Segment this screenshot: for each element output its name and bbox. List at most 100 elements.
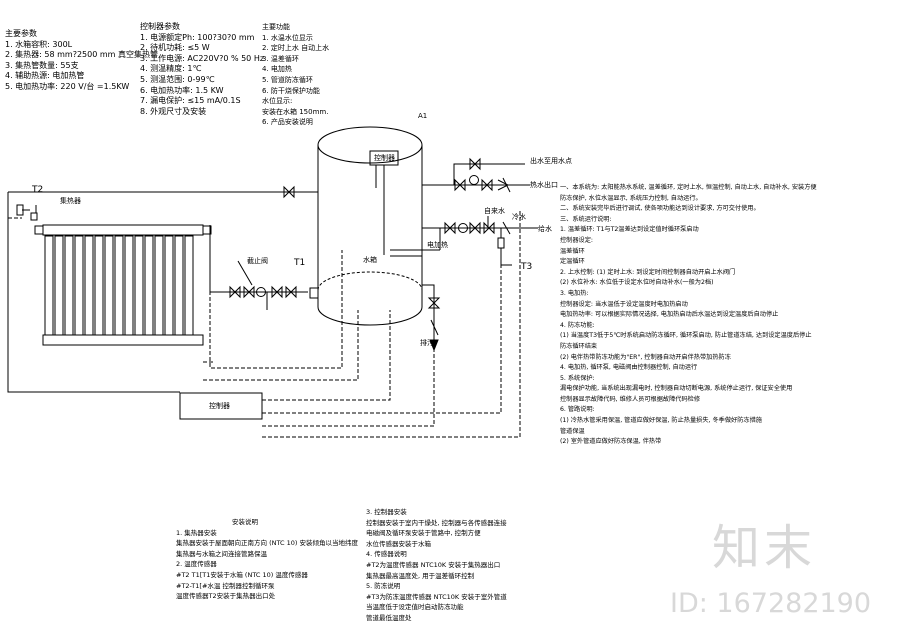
sensor-note-line: #T3为防冻温度传感器 NTC10K 安装于室外管道 <box>366 592 507 601</box>
note-line: 4. 电加热, 循环泵, 电磁阀由控制器控制, 自动运行 <box>560 364 698 372</box>
main-params-title: 主要参数 <box>5 29 37 38</box>
installation-line: 温度传感器T2安装于集热器出口处 <box>176 592 276 601</box>
note-line: 6. 管路说明: <box>560 406 595 414</box>
watermark-logo: 知末 <box>712 520 817 576</box>
collector-tubes <box>44 235 194 336</box>
label-a1: A1 <box>418 112 428 120</box>
installation-line: #T2-T1[#水温 控制器控制循环泵 <box>176 581 275 590</box>
note-line: 2. 上水控制: (1) 定时上水: 到设定时间控制器自动开启上水阀门 <box>560 268 736 276</box>
functions-line: 2. 定时上水 自动上水 <box>262 44 330 53</box>
label-supply: 给水 <box>538 225 552 233</box>
installation-line: 2. 温度传感器 <box>176 560 217 569</box>
sensor-note-line: 管道最低温度处 <box>366 613 412 622</box>
t3-sensor-box <box>497 237 505 249</box>
main-params-block: 主要参数 1. 水箱容积: 300L 2. 集热器: 58 mm?2500 mm… <box>5 29 158 93</box>
control-box <box>179 392 263 420</box>
note-line: 1. 温差循环: T1与T2温差达到设定值时循环泵启动 <box>560 226 699 234</box>
label-t3: T3 <box>521 262 533 272</box>
note-line: 控制器显示故障代码, 维修人员可根据故障代码检修 <box>560 395 701 403</box>
controller-params-line: 1. 电源额定Ph: 100?30?0 mm <box>140 32 255 42</box>
functions-line: 6. 产品安装说明 <box>262 118 313 127</box>
collector-return-line <box>7 191 318 393</box>
label-water: 自来水 <box>484 207 505 215</box>
installation-line: #T2 T1[T1安装于水箱 (NTC 10) 温度传感器 <box>176 570 308 579</box>
note-line: 控制器设定: <box>560 236 594 244</box>
functions-line: 1. 水温水位显示 <box>262 33 313 42</box>
label-drain: 排污 <box>420 339 434 347</box>
controller-params-line: 2. 待机功耗: ≤5 W <box>140 43 210 53</box>
label-collector: 集热器 <box>60 197 81 205</box>
label-cold-in: 冷水 <box>512 213 526 221</box>
functions-title: 主要功能 <box>262 23 290 31</box>
label-hot-out: 热水出口 <box>530 181 558 189</box>
installation-line: 集热器安装于屋面朝向正南方向 (NTC 10) 安装倾角以当地纬度 <box>176 539 359 548</box>
solar-collector <box>16 204 212 346</box>
note-line: (2) 室外管道应做好防冻保温, 伴热带 <box>560 438 662 446</box>
controller-params-line: 5. 测温范围: 0-99℃ <box>140 74 215 84</box>
label-heater: 电加热 <box>427 241 448 249</box>
note-line: 二、系统安装完毕后进行调试, 使各项功能达到设计要求, 方可交付使用。 <box>560 205 760 213</box>
sensor-note-line: 水位传感器安装于水箱 <box>366 539 431 548</box>
note-line: 漏电保护功能, 当系统出现漏电时, 控制器自动切断电源, 系统停止运行, 保证安… <box>560 385 793 393</box>
sensor-note-line: 5. 防冻说明 <box>366 582 401 591</box>
note-line: 4. 防冻功能: <box>560 321 595 329</box>
sensor-note-line: 集热器最高温度处, 用于温差循环控制 <box>366 571 475 580</box>
installation-line: 集热器与水箱之间连接管路保温 <box>176 549 267 558</box>
controller-params-title: 控制器参数 <box>140 22 180 31</box>
installation-title: 安装说明 <box>232 518 258 526</box>
installation-line: 1. 集热器安装 <box>176 528 217 537</box>
functions-line: 安装在水箱 150mm. <box>262 107 329 116</box>
drain-line <box>422 284 441 352</box>
watermark-id: ID: 167282190 <box>670 588 872 619</box>
main-params-line: 2. 集热器: 58 mm?2500 mm 真空集热管 <box>5 50 158 60</box>
operation-notes: 一、本系统为: 太阳能热水系统, 温差循环, 定时上水, 恒温控制, 自动上水,… <box>560 183 817 448</box>
hot-outlet-line <box>422 157 530 193</box>
sensor-note-line: #T2为温度传感器 NTC10K 安装于集热器出口 <box>366 560 501 569</box>
controller-params-block: 控制器参数 1. 电源额定Ph: 100?30?0 mm 2. 待机功耗: ≤5… <box>140 22 264 117</box>
sensor-note-line: 当温度低于设定值时启动防冻功能 <box>366 603 464 612</box>
main-params-line: 4. 辅助热源: 电加热管 <box>5 71 85 81</box>
water-tank <box>309 126 440 326</box>
note-line: 三、系统运行说明: <box>560 215 612 223</box>
control-wiring <box>8 210 521 438</box>
sensor-note-line: 3. 控制器安装 <box>366 508 407 516</box>
functions-block: 主要功能 1. 水温水位显示 2. 定时上水 自动上水 3. 温差循环 4. 电… <box>262 22 329 128</box>
label-controller-top: 控制器 <box>374 154 395 162</box>
label-control-box: 控制器 <box>209 402 230 410</box>
note-line: 电加热功率: 可以根据实际情况选择, 电加热启动后水温达到设定温度后自动停止 <box>560 311 779 319</box>
controller-params-line: 8. 外观尺寸及安装 <box>140 106 207 116</box>
sensor-note-line: 控制器安装于室内干燥处, 控制器与各传感器连接 <box>366 518 507 527</box>
note-line: (2) 电伴热带防冻功能为"ER", 控制器自动开启伴热带加热防冻 <box>560 353 731 361</box>
main-params-line: 1. 水箱容积: 300L <box>5 39 73 49</box>
note-line: (1) 当温度T3低于5℃时系统启动防冻循环, 循环泵启动, 防止管道冻结, 达… <box>560 332 812 340</box>
controller-params-line: 3. 工作电源: AC220V?0 % 50 Hz <box>140 53 265 63</box>
note-line: 定温循环 <box>560 258 585 266</box>
note-line: 温差循环 <box>560 247 585 255</box>
functions-line: 6. 防干烧保护功能 <box>262 86 320 95</box>
sensor-note-line: 4. 传感器说明 <box>366 550 407 559</box>
functions-line: 4. 电加热 <box>262 65 292 74</box>
cold-supply-line <box>422 216 538 266</box>
note-line: 防冻保护, 水位水温显示, 系统压力控制, 自动运行。 <box>560 194 702 202</box>
functions-line: 水位显示: <box>262 97 293 106</box>
controller-params-line: 7. 漏电保护: ≤15 mA/0.1S <box>140 96 241 106</box>
main-params-line: 3. 集热管数量: 55支 <box>5 60 79 70</box>
functions-line: 5. 管道防冻循环 <box>262 75 313 84</box>
controller-params-line: 6. 电加热功率: 1.5 KW <box>140 85 224 95</box>
functions-line: 3. 温差循环 <box>262 54 299 63</box>
note-line: 3. 电加热: <box>560 289 589 297</box>
t1-sensor-box <box>309 287 319 299</box>
label-tank: 水箱 <box>363 256 377 264</box>
label-valve: 截止阀 <box>247 257 268 265</box>
valve-symbols <box>229 185 297 310</box>
installation-notes: 安装说明 1. 集热器安装 集热器安装于屋面朝向正南方向 (NTC 10) 安装… <box>176 517 358 602</box>
note-line: (2) 水位补水: 水位低于设定水位时自动补水(一般为2档) <box>560 279 714 287</box>
note-line: (1) 冷热水管采用保温, 管道应做好保温, 防止热量损失, 冬季做好防冻措施 <box>560 417 762 425</box>
main-params-line: 5. 电加热功率: 220 V/台 =1.5KW <box>5 81 130 91</box>
label-t1: T1 <box>294 258 306 268</box>
controller-params-line: 4. 测温精度: 1℃ <box>140 64 202 74</box>
note-line: 防冻循环结束 <box>560 342 598 350</box>
note-line: 5. 系统保护: <box>560 374 595 382</box>
note-line: 控制器设定: 当水温低于设定温度时电加热启动 <box>560 300 688 308</box>
